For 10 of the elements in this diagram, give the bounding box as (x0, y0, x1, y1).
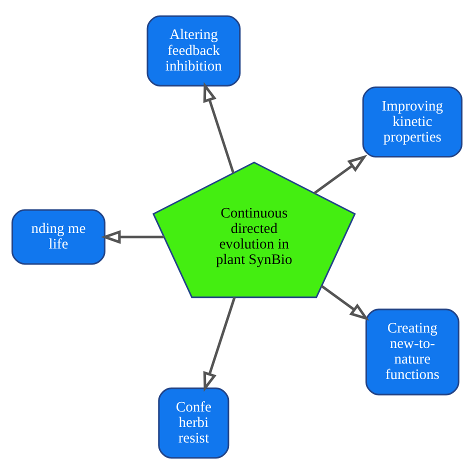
node-box: Improving kinetic properties (362, 86, 462, 158)
node-box: Creating new-to-nature functions (365, 308, 460, 396)
arrow (203, 297, 236, 392)
arrow (314, 154, 368, 194)
arrow (320, 285, 370, 321)
node-box: nding me life (12, 209, 106, 265)
arrow (203, 82, 235, 174)
node-box: Altering feedback inhibition (146, 15, 241, 86)
node-box: Confe herbi resist (158, 388, 230, 459)
arrow (100, 230, 164, 244)
